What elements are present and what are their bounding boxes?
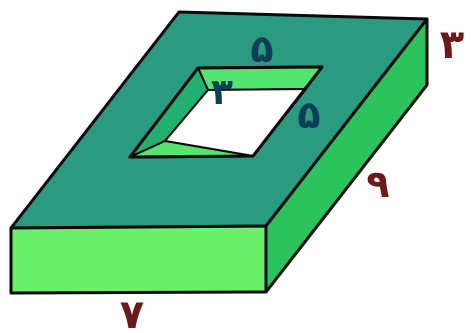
side-face — [264, 17, 429, 294]
label-outer-width: ٧ — [120, 292, 144, 333]
label-hole-right-side: ۵ — [297, 93, 320, 137]
front-face — [9, 224, 268, 295]
label-hole-depth: ٣ — [211, 72, 233, 113]
label-outer-height: ٣ — [440, 22, 464, 68]
label-hole-top-side: ۵ — [250, 27, 273, 71]
label-outer-length: ٩ — [366, 162, 389, 206]
hole-rim — [128, 65, 324, 159]
